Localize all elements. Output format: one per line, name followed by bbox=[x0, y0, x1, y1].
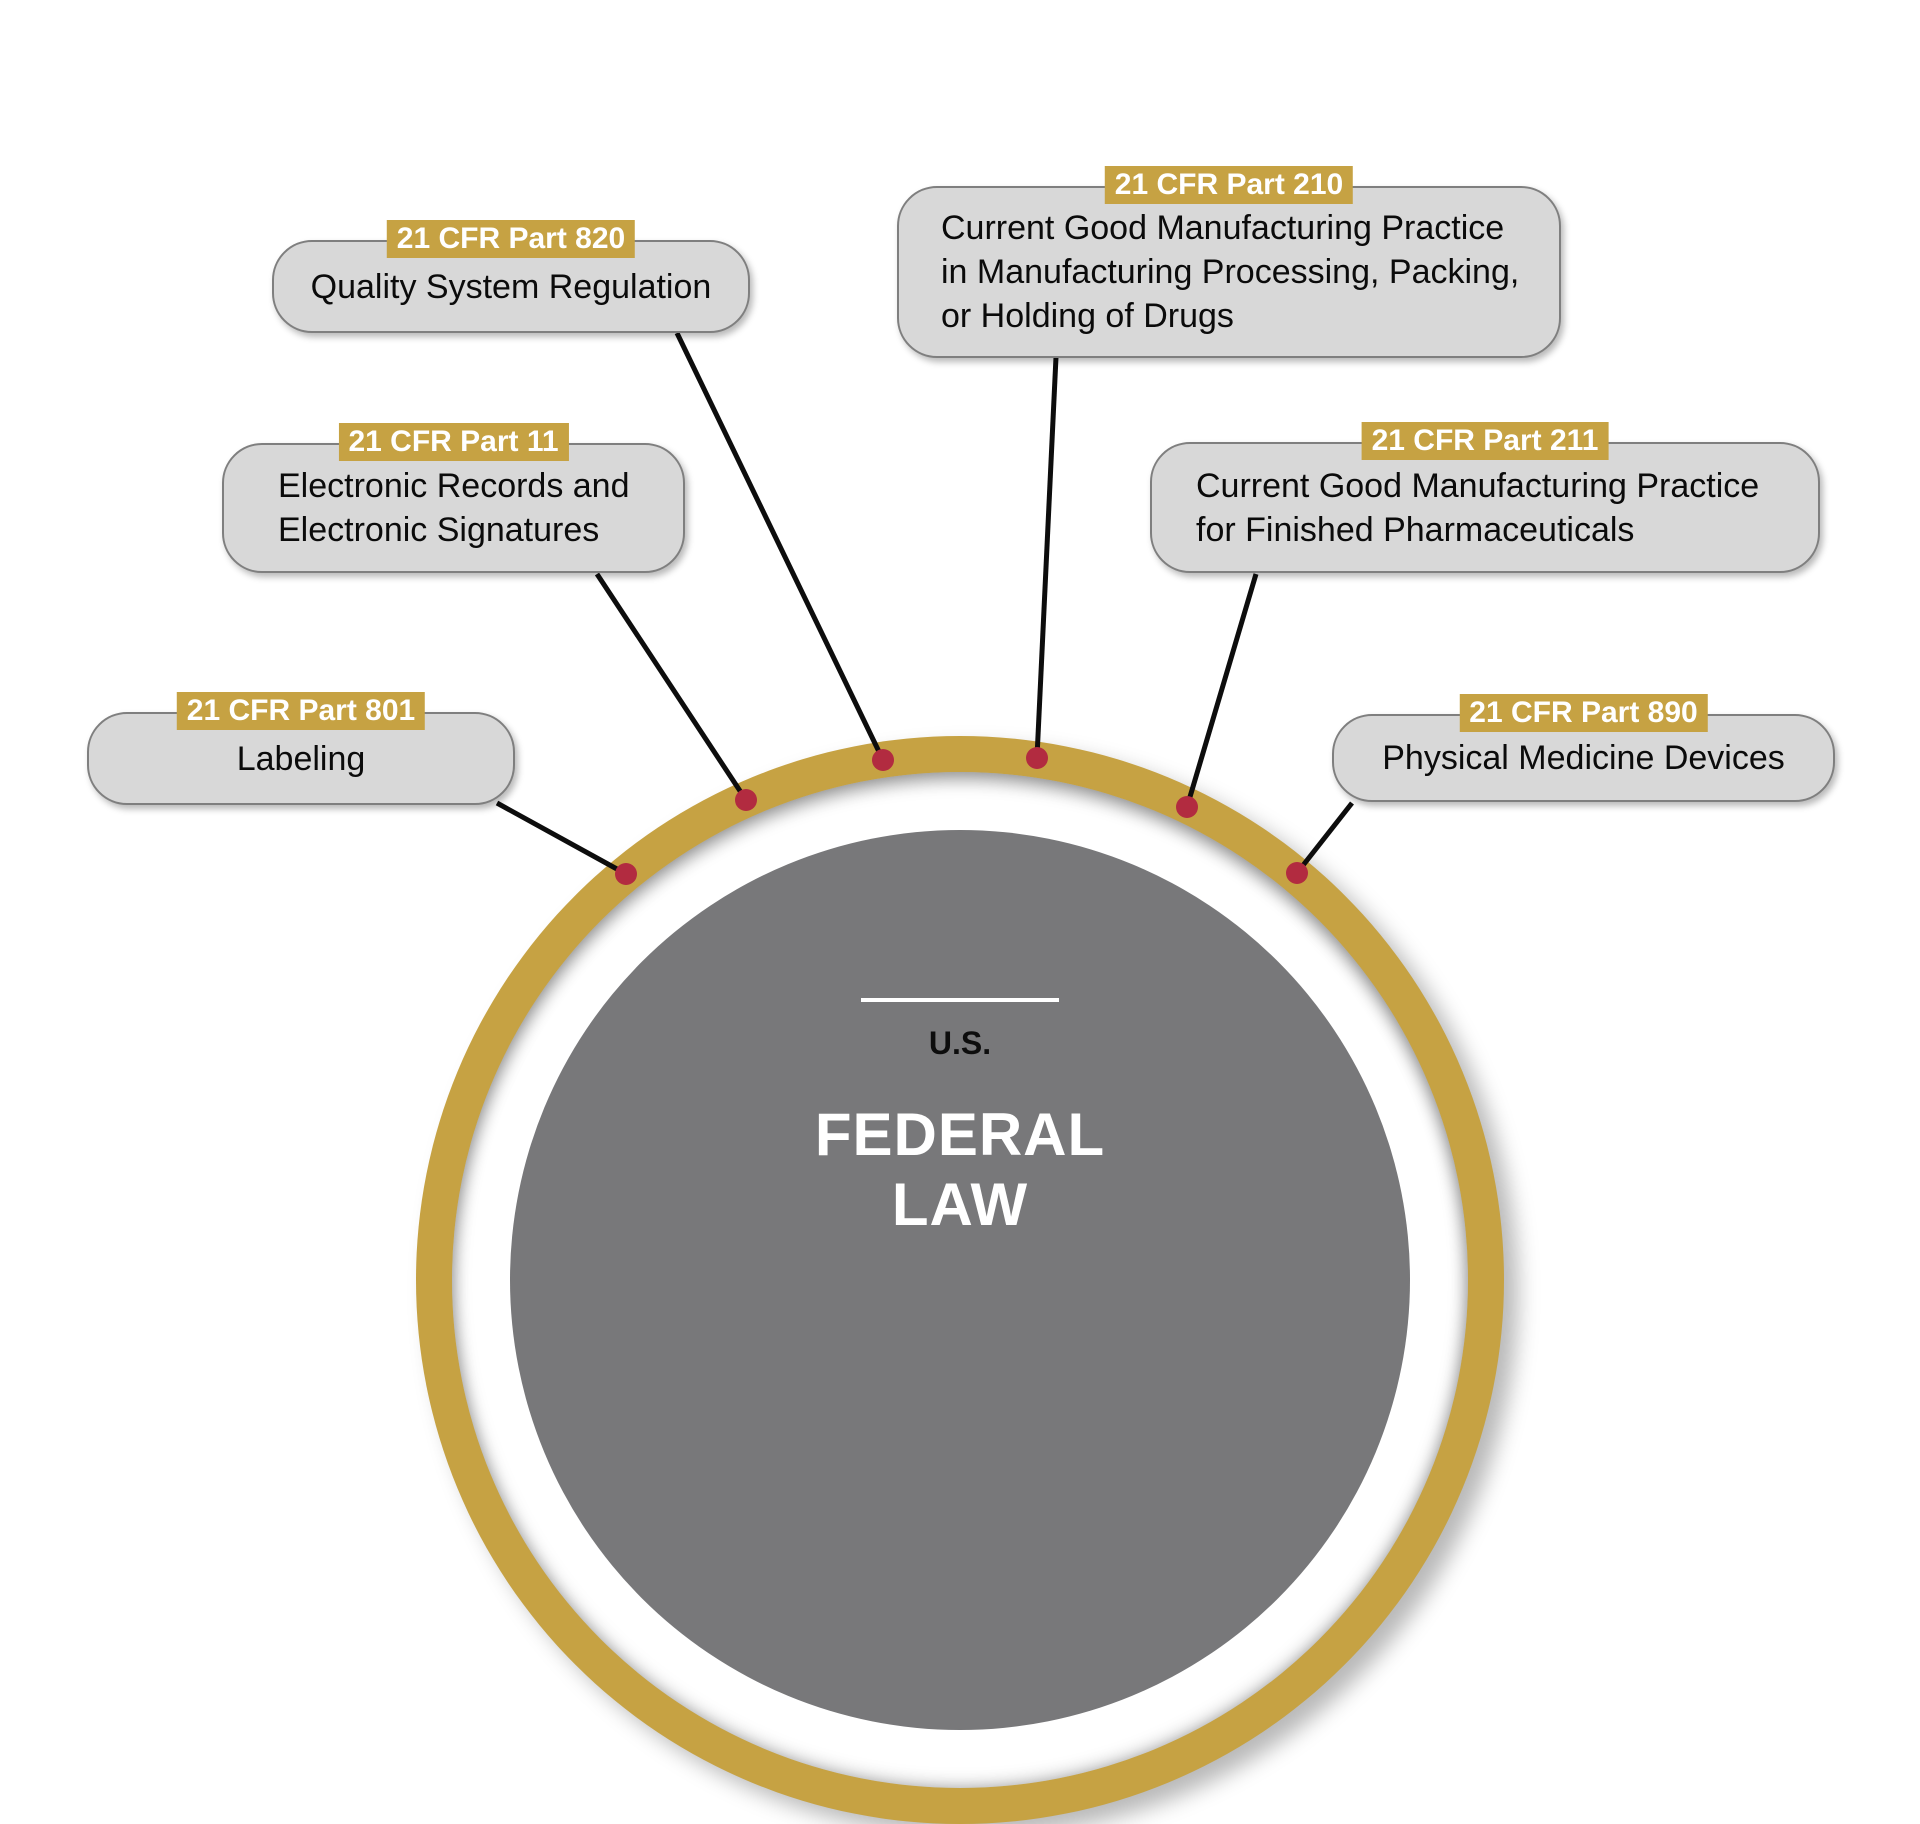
connector-part-890 bbox=[1295, 801, 1354, 875]
callout-part-801: 21 CFR Part 801 Labeling bbox=[87, 692, 515, 805]
callout-part-211-body: Current Good Manufacturing Practice for … bbox=[1196, 466, 1760, 549]
callout-part-11-body: Electronic Records and Electronic Signat… bbox=[278, 467, 630, 549]
connector-part-11 bbox=[594, 572, 749, 802]
divider-line bbox=[861, 998, 1059, 1002]
callout-part-820-tag: 21 CFR Part 820 bbox=[386, 220, 636, 258]
callout-part-820-body: Quality System Regulation bbox=[310, 267, 712, 306]
callout-part-210: 21 CFR Part 210 Current Good Manufacturi… bbox=[897, 166, 1561, 358]
connector-part-801 bbox=[495, 800, 628, 877]
us-label: U.S. bbox=[928, 1025, 992, 1061]
callout-part-11-tag: 21 CFR Part 11 bbox=[338, 423, 569, 461]
connector-part-211 bbox=[1184, 573, 1259, 808]
callout-part-801-body: Labeling bbox=[236, 739, 366, 778]
callout-part-820: 21 CFR Part 820 Quality System Regulatio… bbox=[272, 220, 750, 333]
anchor-dot-part-210 bbox=[1026, 747, 1048, 769]
federal-law-title: FEDERAL LAW bbox=[814, 1101, 1106, 1238]
anchor-dot-part-801 bbox=[615, 863, 637, 885]
anchor-dot-part-11 bbox=[735, 789, 757, 811]
callout-part-890-tag: 21 CFR Part 890 bbox=[1459, 694, 1708, 732]
callout-part-211: 21 CFR Part 211 Current Good Manufacturi… bbox=[1150, 422, 1820, 573]
callout-part-210-body: Current Good Manufacturing Practice in M… bbox=[941, 209, 1520, 335]
connector-part-820 bbox=[674, 331, 886, 762]
anchor-dot-part-820 bbox=[872, 749, 894, 771]
callout-part-11: 21 CFR Part 11 Electronic Records and El… bbox=[222, 423, 685, 573]
anchor-dot-part-890 bbox=[1286, 862, 1308, 884]
connector-layer bbox=[495, 331, 1354, 885]
callout-part-890: 21 CFR Part 890 Physical Medicine Device… bbox=[1332, 694, 1835, 802]
anchor-dot-part-211 bbox=[1176, 796, 1198, 818]
callout-part-801-tag: 21 CFR Part 801 bbox=[176, 692, 426, 730]
callout-part-890-body: Physical Medicine Devices bbox=[1382, 739, 1785, 777]
callout-part-210-tag: 21 CFR Part 210 bbox=[1104, 166, 1354, 204]
callout-part-211-tag: 21 CFR Part 211 bbox=[1361, 422, 1609, 460]
connector-part-210 bbox=[1034, 356, 1059, 758]
